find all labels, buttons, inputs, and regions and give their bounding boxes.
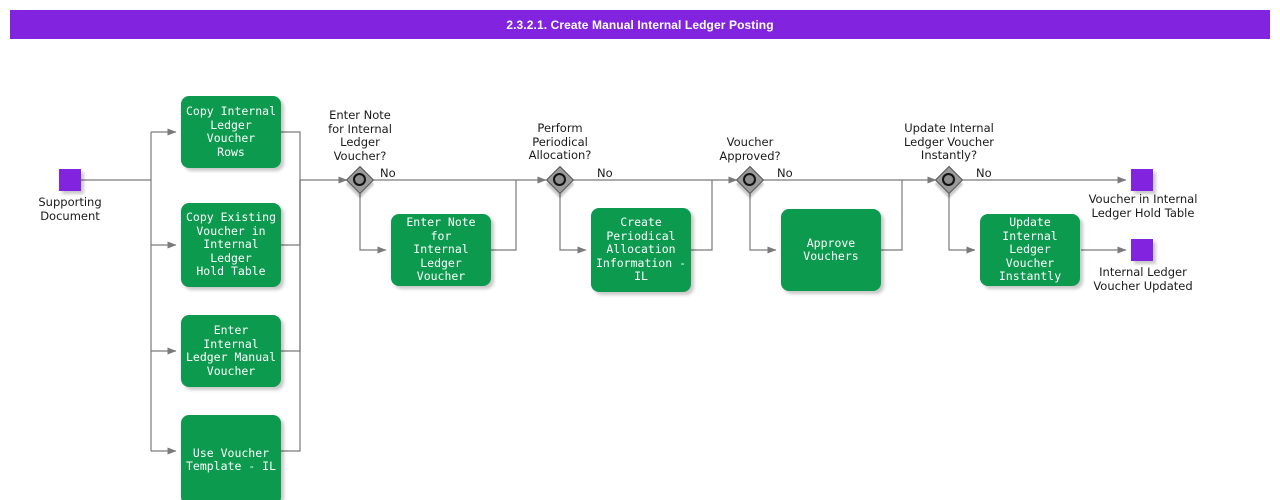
edge-gateway2-to-create-alloc <box>559 193 587 254</box>
gateway-event-circle-icon <box>353 173 366 186</box>
task-use-voucher-template-il[interactable]: Use Voucher Template - IL <box>181 415 281 500</box>
edge-create-alloc-return <box>691 180 713 251</box>
gateway-enter-note-label: Enter Note for Internal Ledger Voucher? <box>328 108 392 163</box>
supporting-document-label: Supporting Document <box>38 195 102 223</box>
task-enter-note-for-internal-ledger-voucher[interactable]: Enter Note for Internal Ledger Voucher <box>391 214 491 286</box>
supporting-document-node[interactable] <box>59 169 81 191</box>
edge-gateway4-to-update-instantly <box>948 193 976 254</box>
gateway-voucher-approved[interactable] <box>735 165 765 195</box>
edge-enter-note-return <box>491 180 517 251</box>
page-title: 2.3.2.1. Create Manual Internal Ledger P… <box>10 10 1270 39</box>
task-approve-vouchers[interactable]: Approve Vouchers <box>781 209 881 291</box>
task-update-internal-ledger-voucher-instantly[interactable]: Update Internal Ledger Voucher Instantly <box>980 214 1080 286</box>
gateway-perform-periodical-allocation[interactable] <box>545 165 575 195</box>
end-node-internal-ledger-voucher-updated-label: Internal Ledger Voucher Updated <box>1093 265 1193 293</box>
edge-gateway3-to-approve <box>749 193 777 254</box>
edge-enter-manual-to-merge <box>281 180 301 352</box>
gateway-event-circle-icon <box>553 173 566 186</box>
end-node-voucher-in-internal-ledger-hold-table-label: Voucher in Internal Ledger Hold Table <box>1088 192 1198 220</box>
gateway-update-internal-ledger-voucher-instantly-label: Update Internal Ledger Voucher Instantly… <box>903 121 995 162</box>
task-copy-existing-voucher-in-internal-ledger-hold-table[interactable]: Copy Existing Voucher in Internal Ledger… <box>181 203 281 287</box>
edge-label-gateway3-no: No <box>777 166 793 180</box>
edge-gateway1-to-enter-note <box>359 193 387 254</box>
end-node-internal-ledger-voucher-updated[interactable] <box>1131 239 1153 261</box>
edge-label-gateway1-no: No <box>380 166 396 180</box>
edge-copy-existing-to-merge <box>281 180 301 246</box>
gateway-event-circle-icon <box>743 173 756 186</box>
task-create-periodical-allocation-information-il[interactable]: Create Periodical Allocation Information… <box>591 208 691 292</box>
task-copy-internal-ledger-voucher-rows[interactable]: Copy Internal Ledger Voucher Rows <box>181 96 281 168</box>
edge-approve-return <box>881 180 903 251</box>
task-enter-internal-ledger-manual-voucher[interactable]: Enter Internal Ledger Manual Voucher <box>181 315 281 387</box>
gateway-update-internal-ledger-voucher-instantly[interactable] <box>934 165 964 195</box>
edge-use-template-to-merge <box>281 180 301 452</box>
gateway-voucher-approved-label: Voucher Approved? <box>719 135 781 163</box>
edge-copy-rows-to-merge <box>281 131 301 180</box>
gateway-enter-note-for-internal-ledger-voucher[interactable] <box>345 165 375 195</box>
end-node-voucher-in-internal-ledger-hold-table[interactable] <box>1131 169 1153 191</box>
edge-label-gateway4-no: No <box>976 166 992 180</box>
gateway-perform-periodical-allocation-label: Perform Periodical Allocation? <box>528 121 592 162</box>
edge-label-gateway2-no: No <box>597 166 613 180</box>
gateway-event-circle-icon <box>942 173 955 186</box>
